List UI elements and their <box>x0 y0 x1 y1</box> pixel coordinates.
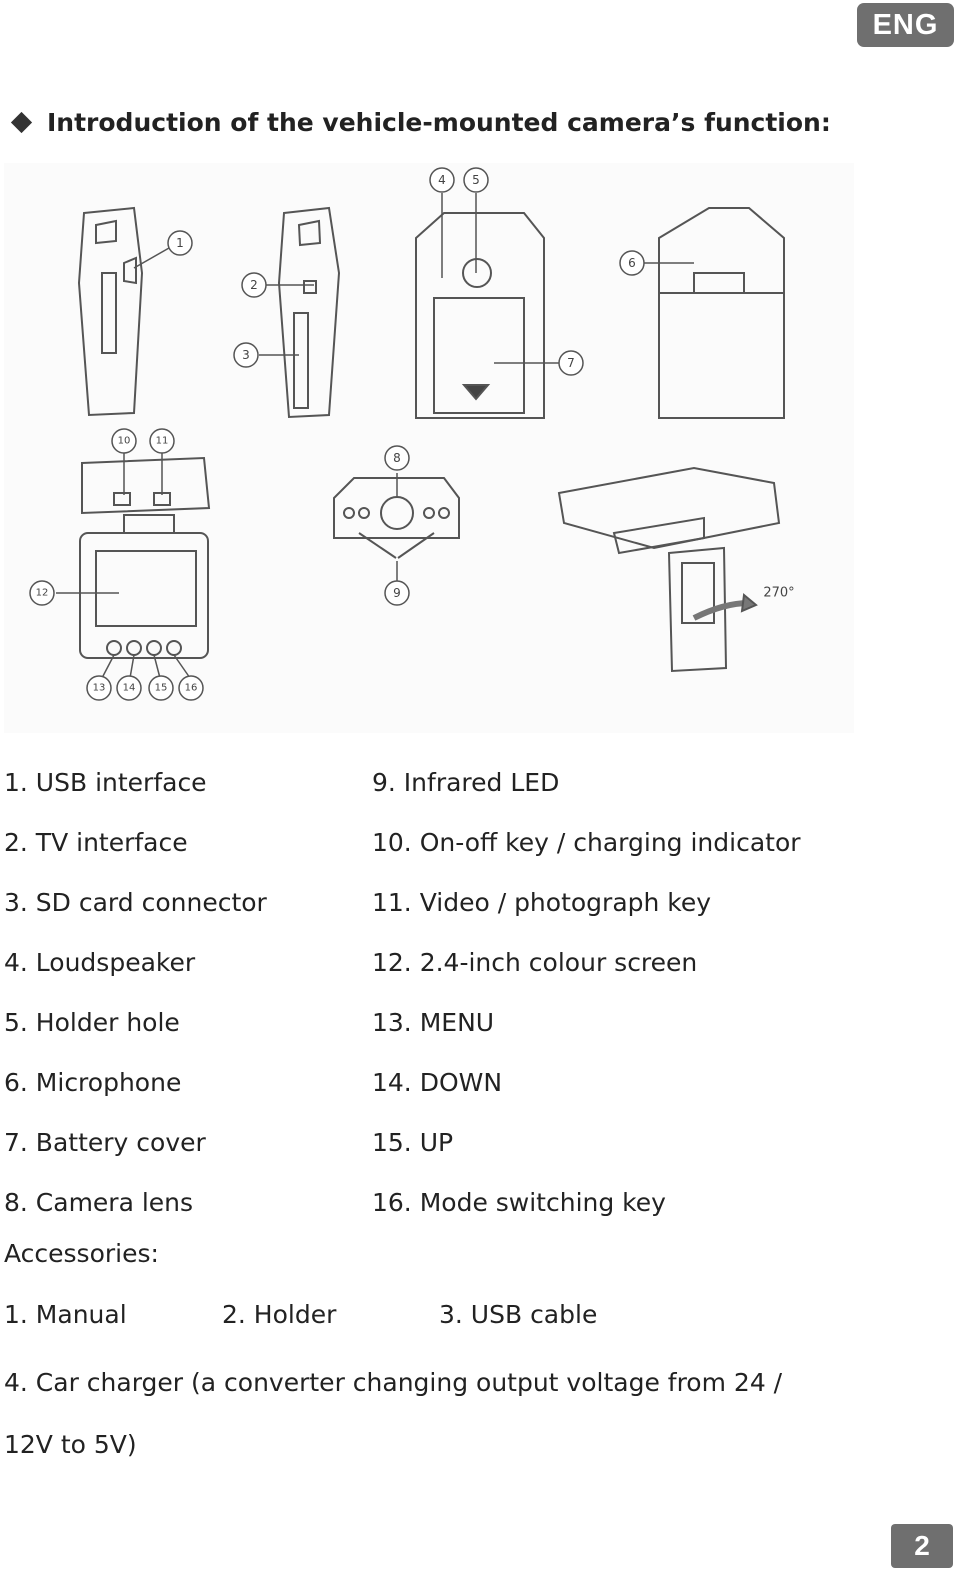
callout-16 <box>179 676 203 700</box>
callout-12-label: 12 <box>36 588 49 599</box>
callout-9 <box>385 581 409 605</box>
callout-8-label: 8 <box>393 451 401 465</box>
camera-screen-view <box>80 458 209 658</box>
accessories-title: Accessories: <box>4 1238 159 1268</box>
part-item: 10. On-off key / charging indicator <box>372 827 801 857</box>
parts-row: 3. SD card connector 11. Video / photogr… <box>4 872 904 932</box>
parts-row: 7. Battery cover 15. UP <box>4 1112 904 1172</box>
callout-14 <box>117 676 141 700</box>
camera-side-view-left <box>79 208 142 415</box>
callout-3 <box>234 343 258 367</box>
callout-15 <box>149 676 173 700</box>
callout-5 <box>464 168 488 192</box>
callout-13 <box>87 676 111 700</box>
part-item: 4. Loudspeaker <box>4 947 196 977</box>
page-number: 2 <box>891 1524 953 1568</box>
part-item: 9. Infrared LED <box>372 767 560 797</box>
callout-9-label: 9 <box>393 586 401 600</box>
callout-5-label: 5 <box>472 173 480 187</box>
callout-1-label: 1 <box>176 236 184 250</box>
parts-row: 8. Camera lens 16. Mode switching key <box>4 1172 904 1232</box>
parts-row: 1. USB interface 9. Infrared LED <box>4 752 904 812</box>
part-item: 16. Mode switching key <box>372 1187 666 1217</box>
callout-2 <box>242 273 266 297</box>
parts-row: 6. Microphone 14. DOWN <box>4 1052 904 1112</box>
callout-4-label: 4 <box>438 173 446 187</box>
callout-16-label: 16 <box>185 683 198 694</box>
callout-7 <box>559 351 583 375</box>
callout-14-label: 14 <box>123 683 136 694</box>
parts-row: 2. TV interface 10. On-off key / chargin… <box>4 812 904 872</box>
callout-13-label: 13 <box>93 683 106 694</box>
part-item: 15. UP <box>372 1127 454 1157</box>
accessory-item: 2. Holder <box>222 1299 337 1329</box>
callout-12 <box>30 581 54 605</box>
part-item: 8. Camera lens <box>4 1187 194 1217</box>
section-heading: Introduction of the vehicle-mounted came… <box>10 100 831 144</box>
callout-10 <box>112 429 136 453</box>
camera-diagram: 1 2 3 4 5 6 7 8 9 10 11 12 13 14 15 16 2… <box>4 163 854 733</box>
callout-8 <box>385 446 409 470</box>
part-item: 11. Video / photograph key <box>372 887 712 917</box>
camera-rotating-screen-view <box>559 468 779 671</box>
parts-row: 5. Holder hole 13. MENU <box>4 992 904 1052</box>
section-heading-text: Introduction of the vehicle-mounted came… <box>47 107 831 137</box>
callout-2-label: 2 <box>250 278 258 292</box>
camera-line-drawing: 1 2 3 4 5 6 7 8 9 10 11 12 13 14 15 16 2… <box>4 163 795 733</box>
accessory-item: 3. USB cable <box>439 1299 598 1329</box>
callout-6-label: 6 <box>628 256 636 270</box>
accessories-row: 1. Manual 2. Holder 3. USB cable <box>4 1292 597 1336</box>
camera-lens-view <box>334 478 459 558</box>
part-item: 12. 2.4-inch colour screen <box>372 947 698 977</box>
rotation-angle-label: 270° <box>763 586 794 601</box>
part-item: 5. Holder hole <box>4 1007 180 1037</box>
part-item: 14. DOWN <box>372 1067 503 1097</box>
part-item: 2. TV interface <box>4 827 188 857</box>
part-item: 13. MENU <box>372 1007 495 1037</box>
callout-6 <box>620 251 644 275</box>
camera-side-view-right <box>279 208 339 417</box>
part-item: 3. SD card connector <box>4 887 267 917</box>
parts-row: 4. Loudspeaker 12. 2.4-inch colour scree… <box>4 932 904 992</box>
part-item: 7. Battery cover <box>4 1127 206 1157</box>
camera-back-view <box>416 213 544 418</box>
diamond-bullet-icon <box>10 111 33 133</box>
camera-top-view <box>659 208 784 418</box>
callout-11 <box>150 429 174 453</box>
language-badge: ENG <box>857 3 954 47</box>
part-item: 1. USB interface <box>4 767 207 797</box>
callout-15-label: 15 <box>155 683 168 694</box>
callout-11-label: 11 <box>156 436 169 447</box>
accessory-item-4: 4. Car charger (a converter changing out… <box>4 1368 783 1459</box>
callout-7-label: 7 <box>567 356 575 370</box>
part-item: 6. Microphone <box>4 1067 182 1097</box>
callout-4 <box>430 168 454 192</box>
callout-3-label: 3 <box>242 348 250 362</box>
callout-10-label: 10 <box>118 436 131 447</box>
callout-1 <box>168 231 192 255</box>
parts-list: 1. USB interface 9. Infrared LED 2. TV i… <box>4 752 904 1232</box>
accessory-item: 1. Manual <box>4 1299 127 1329</box>
